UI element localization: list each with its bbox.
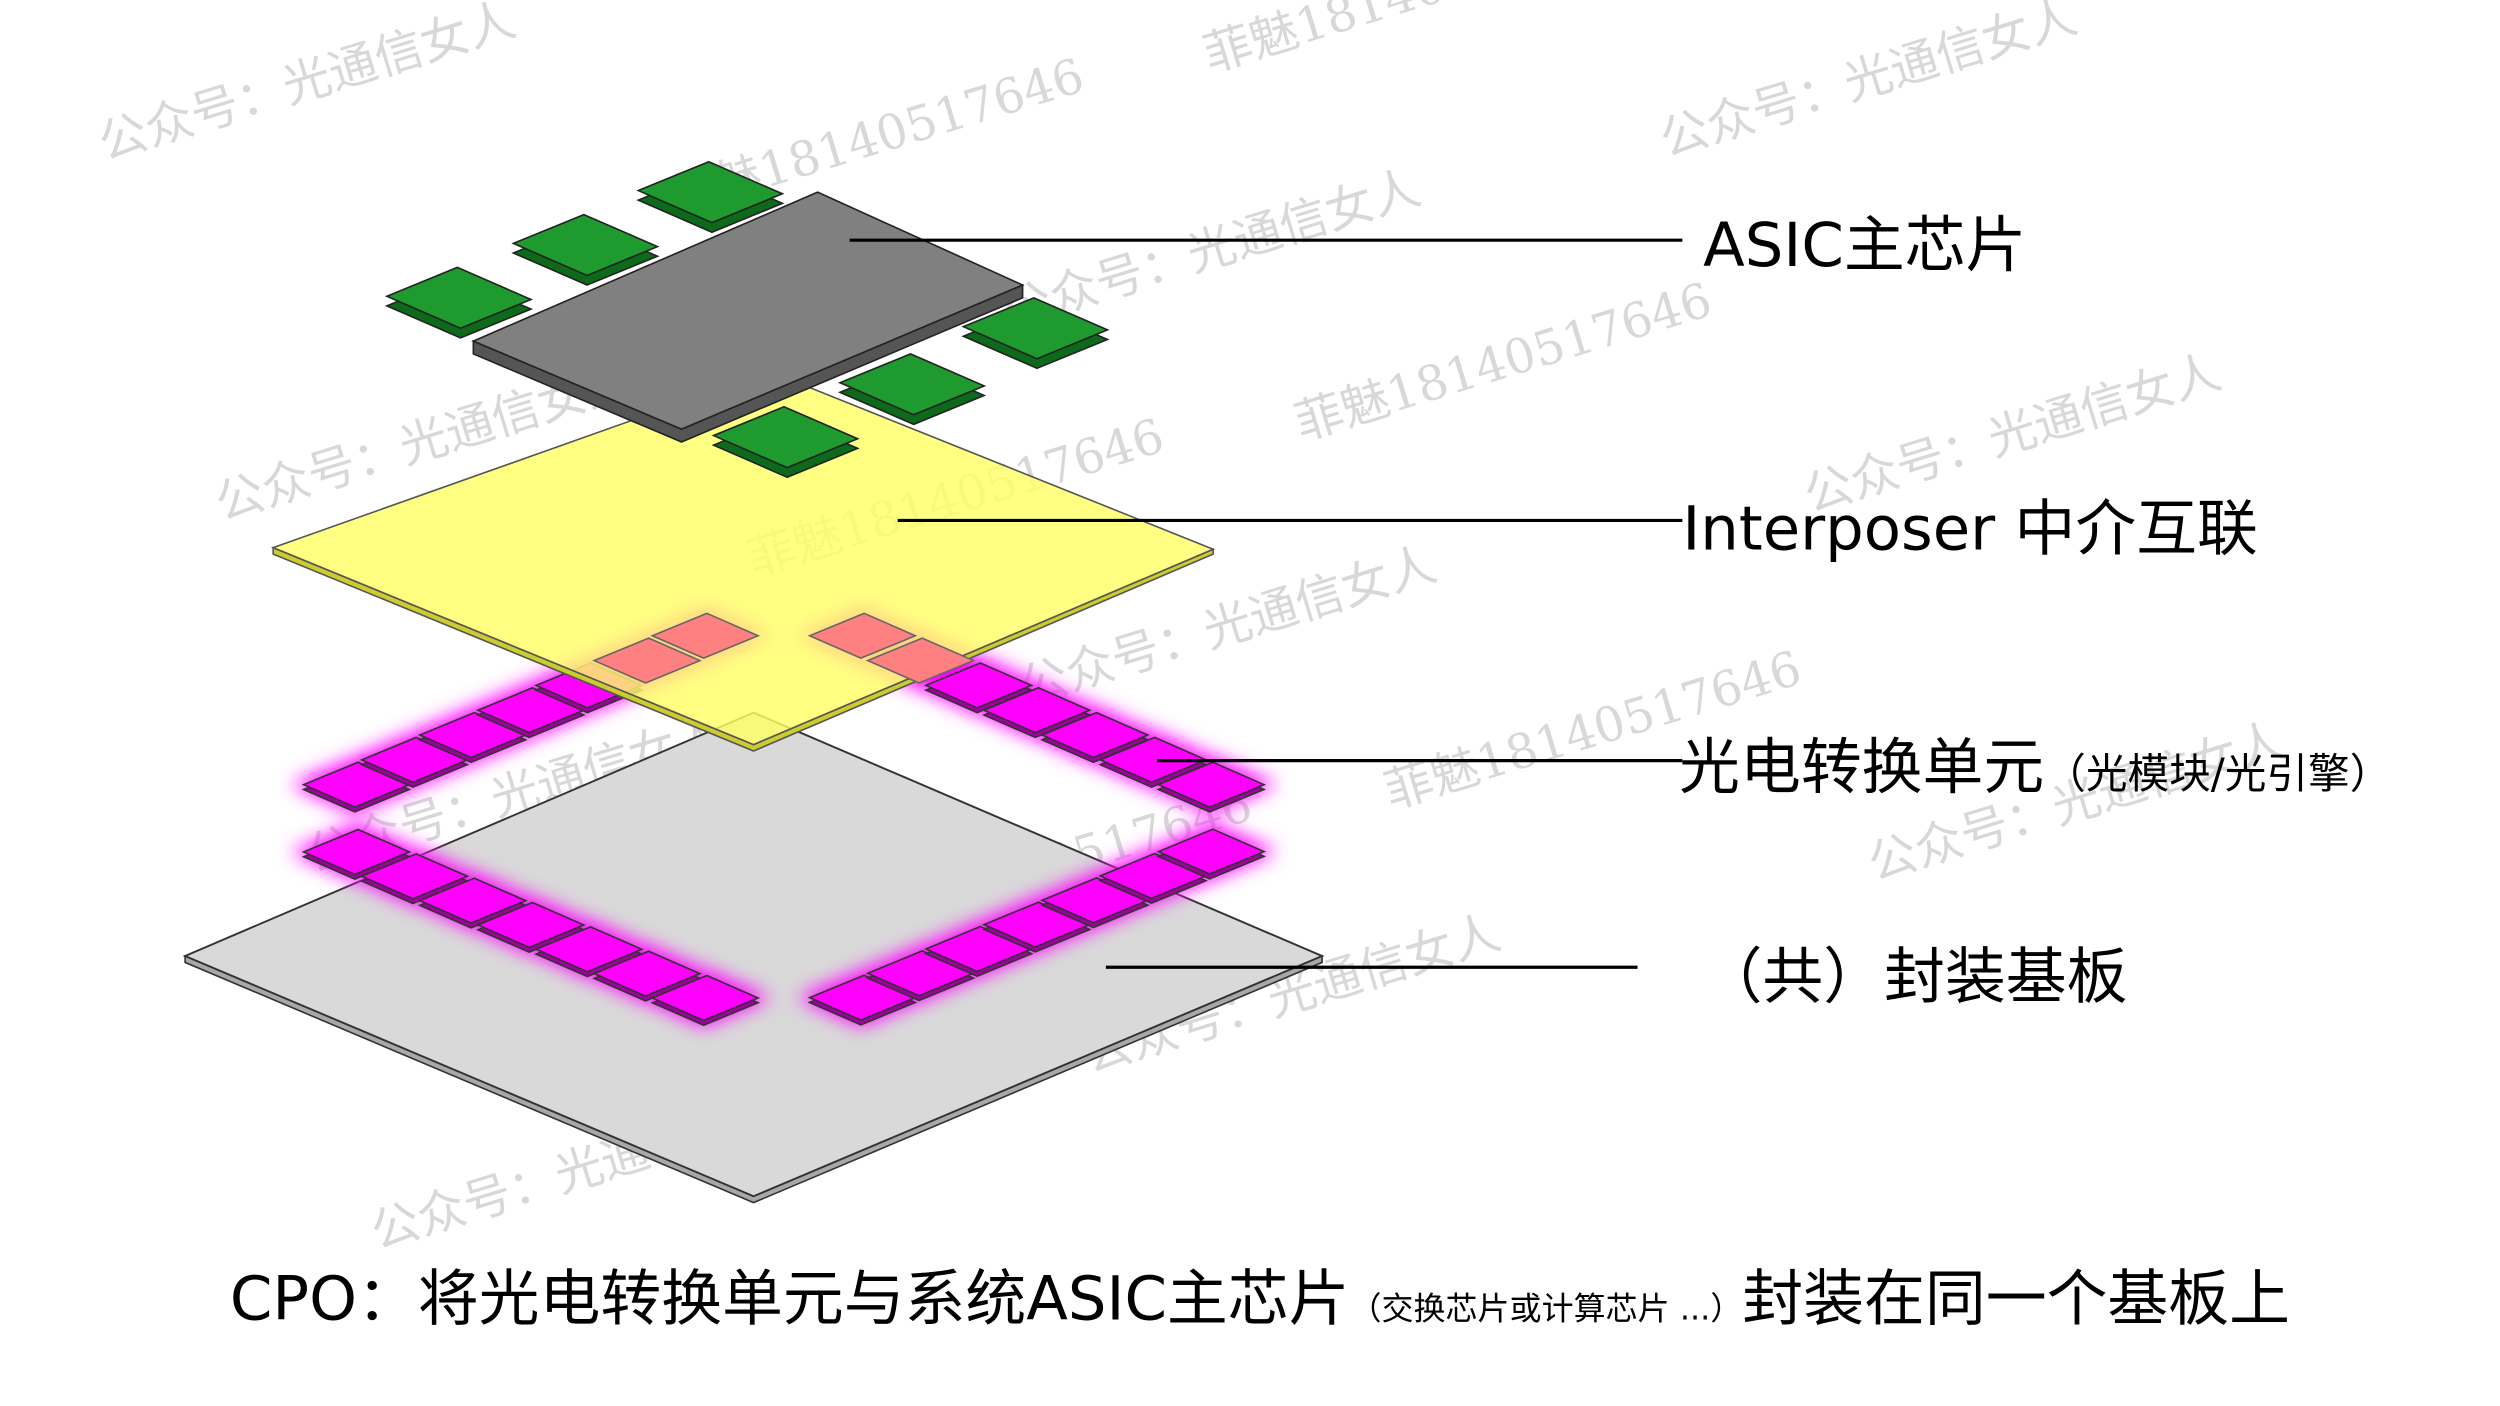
asic-chip (471, 191, 1025, 443)
opto-pad (475, 901, 586, 949)
opto-pad (301, 828, 412, 876)
package-substrate (182, 711, 1325, 1204)
opto-pad-under-interposer (807, 612, 918, 660)
opto-pad-under-interposer (865, 637, 976, 684)
green-chip (837, 353, 987, 416)
substrate-label: （共）封装基板 (1702, 943, 2128, 1013)
opto-pad (417, 877, 528, 924)
green-chip (384, 266, 534, 330)
watermark: 公众号：光通信女人 (1653, 0, 2083, 168)
caption-main-suffix: 封装在同一个基板上 (1742, 1265, 2290, 1335)
opto-label: 光电转换单元（光模块/光引擎） (1679, 733, 2391, 803)
watermarks: 公众号：光通信女人 菲魅18140517646 菲魅18140517646 公众… (92, 0, 2291, 1261)
interposer (270, 370, 1216, 752)
opto-pad (650, 974, 761, 1022)
memory-chips (384, 160, 1110, 479)
green-chip (511, 213, 660, 277)
green-chip (961, 296, 1110, 360)
opto-label-main: 光电转换单元 (1679, 733, 2044, 803)
asic-label: ASIC主芯片 (1703, 211, 2026, 281)
opto-pad (592, 950, 702, 997)
opto-pad (534, 926, 644, 973)
opto-pad (981, 686, 1092, 734)
interposer-label: Interposer 中介互联 (1682, 494, 2258, 564)
opto-pad-under-interposer (650, 612, 761, 660)
opto-pad (1156, 828, 1267, 875)
caption-main-prefix: CPO：将光电转换单元与系统ASIC主芯片 (230, 1265, 1350, 1335)
green-chip (711, 405, 860, 469)
watermark: 菲魅18140517646 (1288, 272, 1718, 452)
caption-small: （交换芯片或计算芯片 ...） (1349, 1290, 1742, 1328)
opto-units-under-interposer (592, 612, 976, 684)
watermark: 公众号：光通信女人 (92, 0, 522, 172)
opto-pad (923, 662, 1034, 709)
opto-pad (1040, 711, 1150, 759)
opto-pad-under-interposer (592, 637, 702, 684)
opto-pad (359, 852, 470, 900)
watermark: 菲魅18140517646 (1197, 0, 1627, 84)
opto-pad (1156, 761, 1267, 808)
green-chip (636, 160, 785, 224)
opto-label-sub: （光模块/光引擎） (2044, 749, 2391, 798)
caption: CPO：将光电转换单元与系统ASIC主芯片（交换芯片或计算芯片 ...）封装在同… (230, 1265, 2290, 1335)
